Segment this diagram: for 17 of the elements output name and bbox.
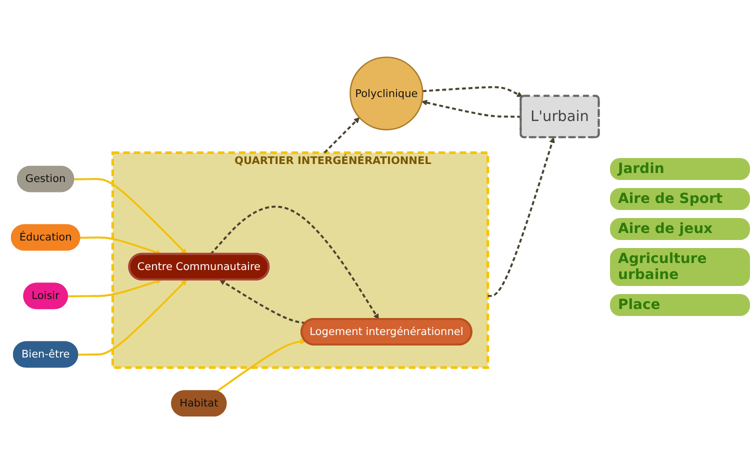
arrow <box>80 236 162 256</box>
area-label: Aire de Sport <box>610 188 750 210</box>
area-label: Jardin <box>610 158 750 180</box>
arrow <box>486 137 555 297</box>
arrow <box>78 279 187 356</box>
arrow <box>210 205 379 320</box>
arrow <box>74 178 187 254</box>
arrow <box>324 117 360 154</box>
area-label: Agriculture urbaine <box>610 248 750 286</box>
arrow <box>422 100 522 118</box>
arrow <box>68 278 162 298</box>
area-label: Aire de jeux <box>610 218 750 240</box>
arrow <box>220 279 306 324</box>
node-circle: Polyclinique <box>350 56 424 130</box>
arrow <box>216 338 306 392</box>
area-label: Place <box>610 294 750 316</box>
arrow <box>422 86 523 97</box>
